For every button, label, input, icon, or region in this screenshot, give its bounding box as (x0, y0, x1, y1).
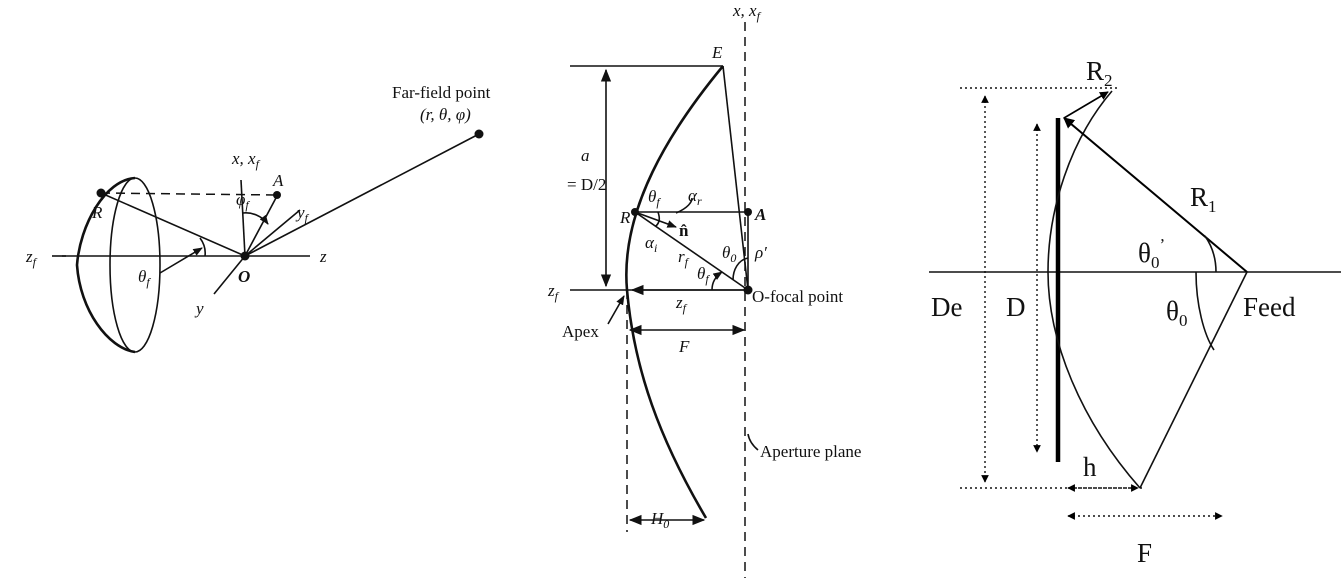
middle-point-R (631, 208, 639, 216)
feed-bottom-line (1139, 271, 1248, 489)
far-field-dot (474, 129, 484, 139)
right-R2-label: R2 (1086, 56, 1113, 90)
theta0-arc (732, 257, 749, 281)
middle-point-O (743, 285, 753, 295)
panel-middle-geometry (570, 22, 759, 578)
middle-H0-label: H0 (650, 509, 669, 531)
R2-arrow (1063, 91, 1109, 119)
panel-middle-labels: x, xf E a = D/2 R A θf αr n̂ αi rf θf θ0… (547, 1, 861, 531)
thetaf-arc-R (655, 211, 661, 227)
middle-aperture-label: Aperture plane (760, 442, 861, 461)
right-feed-label: Feed (1243, 292, 1296, 322)
left-theta-label: θf (138, 267, 151, 289)
line-O-A (244, 195, 278, 257)
middle-rf-label: rf (678, 247, 690, 269)
middle-alphar-label: αr (688, 186, 702, 208)
panel-left-labels: Far-field point (r, θ, φ) x, xf yf z zf … (25, 83, 491, 318)
parabola-curve (625, 65, 725, 519)
theta-arc (199, 237, 206, 257)
normal-vector (634, 211, 677, 228)
left-axis-z-label: z (319, 247, 327, 266)
middle-thetaf-label: θf (648, 187, 661, 209)
middle-nhat-label: n̂ (679, 221, 689, 240)
middle-theta0-label: θ0 (722, 243, 736, 265)
dish-rim (109, 177, 161, 353)
middle-a-label: a (581, 146, 590, 165)
line-R-O-middle (634, 211, 749, 291)
right-theta0-label: θ0 (1166, 296, 1187, 330)
left-point-R-label: R (91, 203, 103, 222)
middle-point-A (744, 208, 752, 216)
left-axis-yf-label: yf (295, 203, 310, 225)
line-E-O (722, 65, 749, 291)
middle-rho-label: ρ′ (754, 243, 767, 262)
middle-zf-axis-label: zf (547, 281, 560, 303)
R1-arrow (1063, 117, 1248, 273)
theta-leader (159, 247, 203, 274)
middle-apex-label: Apex (562, 322, 599, 341)
left-axis-y-label: y (194, 299, 204, 318)
far-field-coords: (r, θ, φ) (420, 105, 471, 124)
theta0-arc (1195, 271, 1215, 351)
left-point-A-label: A (272, 171, 284, 190)
right-De-label: De (931, 292, 962, 322)
dish-bowl (75, 176, 136, 354)
middle-point-E-label: E (711, 43, 723, 62)
right-F-label: F (1137, 538, 1152, 568)
middle-thetaf2-label: θf (697, 264, 710, 286)
middle-F-label: F (678, 337, 690, 356)
middle-R-label: R (619, 208, 631, 227)
left-phi-label: φf (236, 190, 250, 212)
thetaf-arc-middle (711, 271, 723, 291)
right-h-label: h (1083, 452, 1097, 482)
right-D-label: D (1006, 292, 1026, 322)
right-theta0prime-label: θ0’ (1138, 235, 1165, 272)
left-axis-x-label: x, xf (231, 149, 261, 171)
left-axis-zf-label: zf (25, 247, 38, 269)
middle-A-label: A (754, 205, 766, 224)
panel-left-geometry (52, 129, 484, 354)
middle-axis-x-label: x, xf (732, 1, 762, 23)
dashed-R-A (100, 192, 278, 196)
y-axis-line (213, 255, 246, 295)
x-axis-line (240, 179, 246, 257)
reflector-curve (1047, 90, 1141, 489)
phi-arc (242, 212, 269, 225)
apex-leader (607, 295, 625, 325)
point-O-dot (240, 251, 250, 261)
point-R-dot (96, 188, 106, 198)
far-field-label: Far-field point (392, 83, 491, 102)
alphar-arc (675, 197, 693, 214)
point-A-dot (273, 191, 281, 199)
left-point-O-label: O (238, 267, 250, 286)
theta0-prime-arc (1204, 235, 1217, 273)
yf-axis-line (244, 209, 301, 257)
panel-right-geometry (929, 87, 1341, 520)
middle-alphai-label: αi (645, 233, 657, 255)
far-field-line (244, 133, 480, 257)
panel-right-labels: R2 R1 θ0’ De D θ0 Feed h F (931, 56, 1296, 568)
line-R-O (100, 192, 246, 257)
middle-D2-label: = D/2 (567, 175, 606, 194)
right-R1-label: R1 (1190, 182, 1217, 216)
middle-zf-label: zf (675, 293, 688, 315)
middle-focal-point-label: O-focal point (752, 287, 843, 306)
aperture-leader (747, 433, 759, 451)
